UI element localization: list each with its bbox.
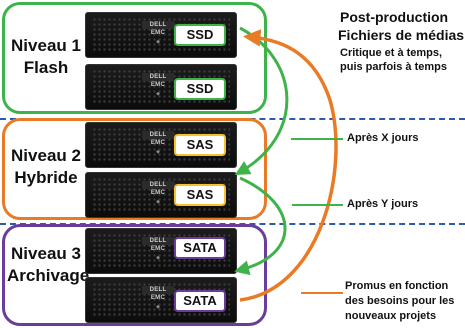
- header-subtitle-line2: puis parfois à temps: [340, 61, 447, 73]
- server-brand: DELL EMC: [142, 286, 174, 301]
- server-tier-2-b: DELL EMC ◆: [85, 172, 237, 218]
- server-brand: DELL EMC: [142, 131, 174, 146]
- header-title-line2: Fichiers de médias: [338, 27, 465, 43]
- disk-badge-tier-3-b: SATA: [174, 290, 226, 312]
- tier-3-label-line2: Archivage: [7, 266, 90, 285]
- annotation-after-x: Après X jours: [347, 132, 419, 144]
- disk-badge-tier-3-a: SATA: [174, 237, 226, 259]
- header-title: Post-production Fichiers de médias: [338, 8, 465, 44]
- orange-arrow-promote: [239, 29, 338, 302]
- tier-2-outline: [2, 118, 267, 220]
- server-logo-icon: ◆: [156, 304, 160, 310]
- tier-2-label-line2: Hybride: [14, 168, 78, 187]
- disk-badge-tier-1-b: SSD: [174, 78, 226, 100]
- header-subtitle: Critique et à temps, puis parfois à temp…: [340, 46, 447, 74]
- server-logo-icon: ◆: [156, 255, 160, 261]
- disk-badge-tier-1-a: SSD: [174, 24, 226, 46]
- server-logo-icon: ◆: [156, 199, 160, 205]
- green-arrow-tier2-to-tier3: [234, 176, 287, 276]
- tier-1-outline: [2, 2, 267, 114]
- tier-3-label-line1: Niveau 3: [11, 244, 81, 263]
- annotation-promoted: Promus en fonction des besoins pour les …: [345, 279, 454, 324]
- server-logo-icon: ◆: [156, 39, 160, 45]
- server-logo-icon: ◆: [156, 149, 160, 155]
- tier-3-label: Niveau 3 Archivage: [7, 243, 90, 287]
- server-brand: DELL EMC: [142, 181, 174, 196]
- header-subtitle-line1: Critique et à temps,: [340, 47, 443, 59]
- tier-2-label: Niveau 2 Hybride: [7, 145, 85, 189]
- header-title-line1: Post-production: [340, 9, 449, 25]
- tier-3-outline: [2, 224, 267, 326]
- annotation-after-y: Après Y jours: [347, 198, 419, 210]
- server-brand: DELL EMC: [142, 73, 174, 88]
- disk-badge-tier-2-a: SAS: [174, 134, 226, 156]
- server-brand: DELL EMC: [142, 21, 174, 36]
- disk-badge-tier-2-b: SAS: [174, 184, 226, 206]
- tier-2-label-line1: Niveau 2: [11, 146, 81, 165]
- tier-1-label: Niveau 1 Flash: [7, 35, 85, 79]
- green-arrow-tier1-to-tier2: [234, 26, 289, 175]
- tier-1-label-line1: Niveau 1: [11, 36, 81, 55]
- annotation-promoted-line1: Promus en fonction: [345, 280, 449, 292]
- tier-1-label-line2: Flash: [23, 58, 69, 77]
- annotation-promoted-line3: nouveaux projets: [345, 310, 437, 322]
- server-brand: DELL EMC: [142, 237, 174, 252]
- server-tier-1-a: DELL EMC ◆: [85, 12, 237, 58]
- annotation-promoted-line2: des besoins pour les: [345, 295, 455, 307]
- server-logo-icon: ◆: [156, 91, 160, 97]
